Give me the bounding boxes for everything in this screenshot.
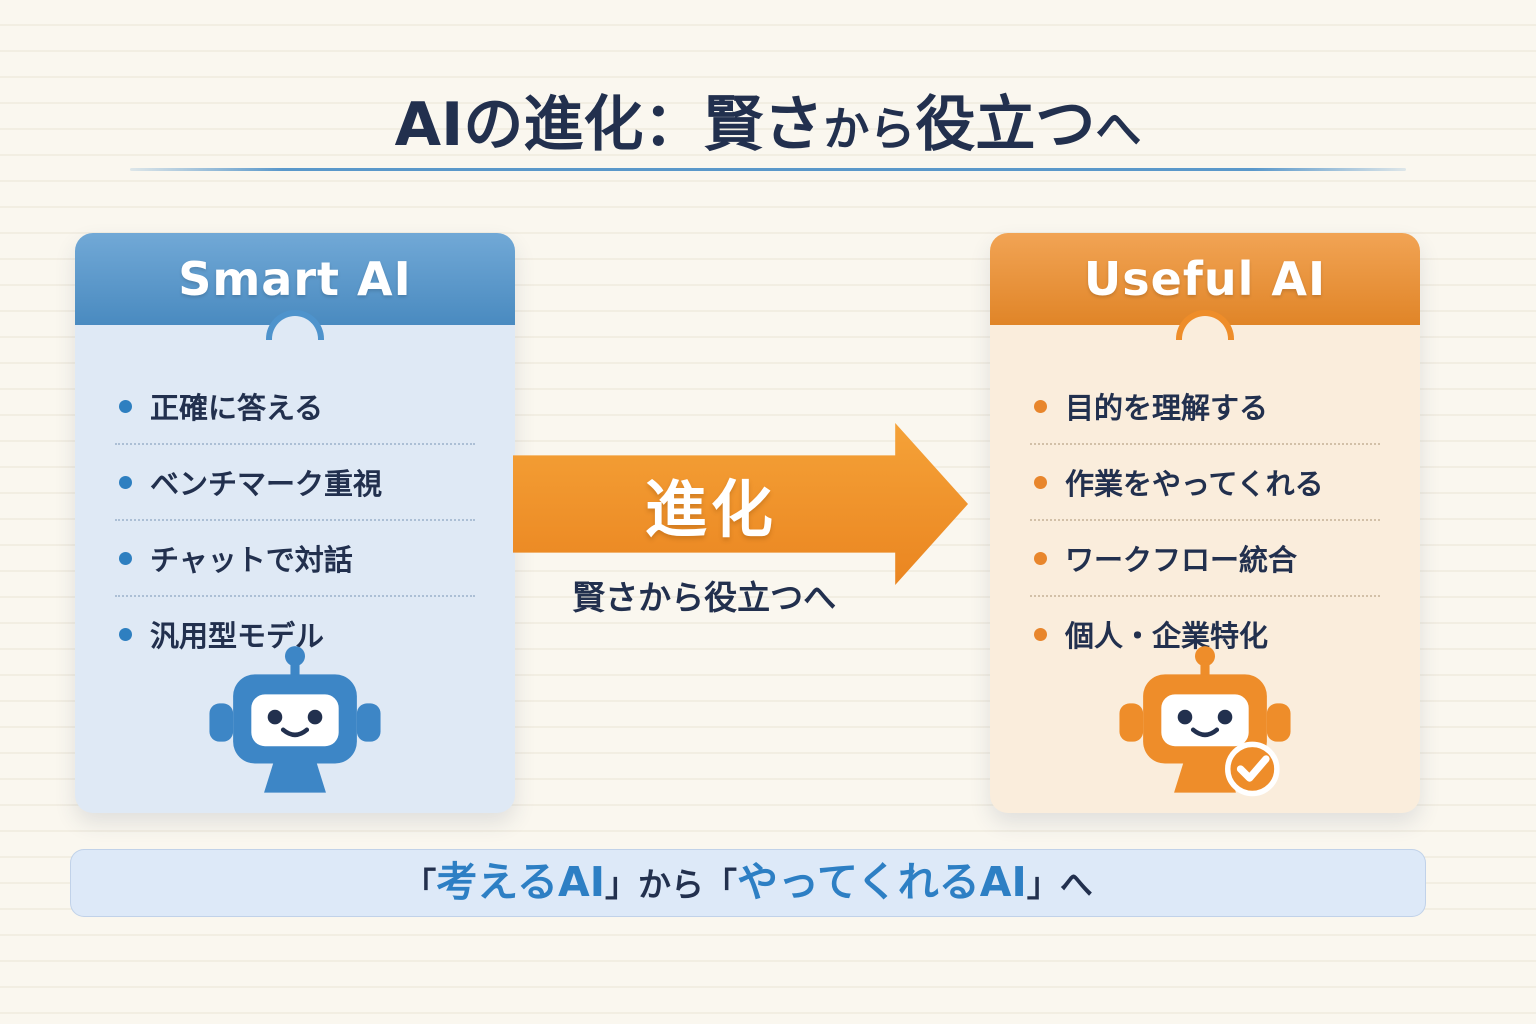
banner-segment: やってくれるAI [737,858,1027,906]
page-title-segment: 役立つ [915,90,1096,160]
list-item: 個人・企業特化 [1030,597,1380,671]
list-item: ベンチマーク重視 [115,445,475,521]
bullet-icon [119,399,132,413]
useful-ai-card-title: Useful AI [1083,252,1327,306]
feature-text: 目的を理解する [1065,391,1269,425]
smart-ai-feature-list: 正確に答える ベンチマーク重視 チャットで対話 汎用型モデル [115,369,475,671]
robot-blue-icon [204,643,386,803]
bullet-icon [1034,551,1047,565]
list-item: 作業をやってくれる [1030,445,1380,521]
smart-ai-card: Smart AI 正確に答える ベンチマーク重視 チャットで対話 汎用型モデル [75,233,515,813]
title-divider [130,168,1406,171]
feature-text: 個人・企業特化 [1065,619,1269,653]
smart-ai-card-header: Smart AI [75,233,515,325]
evolution-arrow: 進化 賢さから役立つへ [513,423,968,617]
banner-segment: 考えるAI [436,858,606,906]
list-item: 目的を理解する [1030,369,1380,445]
page-title-segment: から [823,102,916,156]
banner-segment: 「 [403,865,437,904]
bullet-icon [119,475,132,489]
banner-segment: 」から「 [605,865,738,904]
smart-ai-card-title: Smart AI [178,252,412,306]
page-title: AIの進化：賢さから役立つへ [0,76,1536,163]
feature-text: ベンチマーク重視 [150,467,383,501]
bullet-icon [119,551,132,565]
useful-ai-card: Useful AI 目的を理解する 作業をやってくれる ワークフロー統合 個人・… [990,233,1420,813]
robot-orange-check-icon [1114,643,1296,803]
feature-text: ワークフロー統合 [1065,543,1298,577]
checkmark-badge-icon [1225,741,1280,797]
bullet-icon [119,627,132,641]
bullet-icon [1034,627,1047,641]
arrow-label: 進化 [644,473,777,546]
list-item: チャットで対話 [115,521,475,597]
bullet-icon [1034,475,1047,489]
list-item: 正確に答える [115,369,475,445]
summary-banner: 「考えるAI」から「やってくれるAI」へ [70,849,1426,917]
page-title-segment: へ [1095,102,1142,156]
list-item: ワークフロー統合 [1030,521,1380,597]
feature-text: 作業をやってくれる [1065,467,1324,501]
feature-text: チャットで対話 [150,543,353,577]
bullet-icon [1034,399,1047,413]
feature-text: 正確に答える [150,391,324,425]
arrow-right-icon: 進化 [513,423,968,585]
useful-ai-feature-list: 目的を理解する 作業をやってくれる ワークフロー統合 個人・企業特化 [1030,369,1380,671]
banner-segment: 」へ [1026,865,1093,904]
arrow-sublabel: 賢さから役立つへ [572,578,837,617]
page-title-segment: AIの進化：賢さ [394,90,824,160]
